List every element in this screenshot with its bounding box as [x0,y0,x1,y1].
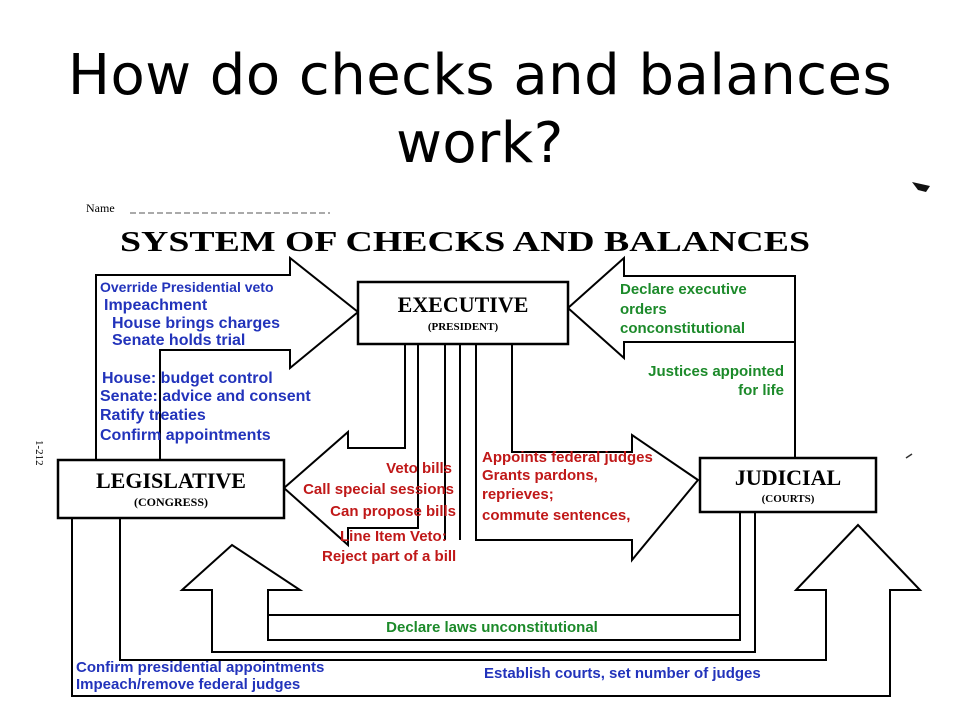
executive-subtitle: (PRESIDENT) [428,321,499,333]
leg-check-house-charges: House brings charges [112,315,280,332]
leg-check-senate-trial: Senate holds trial [112,332,245,349]
arrow-executive-to-legislative [282,343,419,548]
side-code: 1-212 [33,440,45,466]
exec-check-propose-bills: Can propose bills [330,503,456,520]
arrow-executive-to-judicial [475,343,700,563]
leg-check-ratify-treaties: Ratify treaties [100,407,206,424]
arrow-judicial-to-legislative [179,511,756,653]
judicial-title: JUDICIAL [735,465,841,490]
leg-check-establish-courts: Establish courts, set number of judges [484,665,761,682]
exec-check-reject-part: Reject part of a bill [322,548,456,565]
leg-check-confirm-presidential: Confirm presidential appointments [76,659,324,676]
legislative-title: LEGISLATIVE [96,468,246,493]
exec-check-veto-bills: Veto bills [386,460,452,477]
exec-check-pardons: Grants pardons, [482,467,598,484]
legislative-subtitle: (CONGRESS) [134,495,208,509]
exec-check-appoint-judges: Appoints federal judges [482,449,653,466]
jud-check-declare-laws: Declare laws unconstitutional [386,619,598,636]
slide-title: How do checks and balances work? [67,43,893,176]
leg-check-budget: House: budget control [102,370,273,387]
name-label: Name [86,201,115,215]
leg-check-impeach-judges: Impeach/remove federal judges [76,676,300,693]
judicial-box [698,456,878,514]
executive-title: EXECUTIVE [398,292,529,317]
jud-check-justices-life-1: Justices appointed [648,363,784,380]
exec-check-special-sessions: Call special sessions [303,481,454,498]
arrow-legislative-to-executive [95,255,360,463]
arrow-legislative-to-judicial [71,517,923,697]
executive-down-line [444,344,461,540]
jud-check-declare-orders-2: orders [620,301,667,318]
leg-check-impeachment: Impeachment [104,297,208,314]
scan-mark-small [905,453,913,459]
scan-mark [912,182,930,192]
leg-check-confirm-appointments: Confirm appointments [100,427,271,444]
exec-check-commute: commute sentences, [482,507,630,524]
exec-check-line-item-veto: Line Item Veto: [340,528,447,545]
jud-check-justices-life-2: for life [738,382,784,399]
judicial-subtitle: (COURTS) [762,493,815,505]
worksheet-heading: SYSTEM OF CHECKS AND BALANCES [120,226,810,258]
exec-check-reprieves: reprieves; [482,486,554,503]
executive-box [356,280,570,346]
leg-check-override-veto: Override Presidential veto [100,279,274,295]
leg-check-advice-consent: Senate: advice and consent [100,388,311,405]
jud-check-declare-orders-1: Declare executive [620,281,747,298]
legislative-box [56,458,286,520]
jud-check-declare-orders-3: conconstitutional [620,320,745,337]
